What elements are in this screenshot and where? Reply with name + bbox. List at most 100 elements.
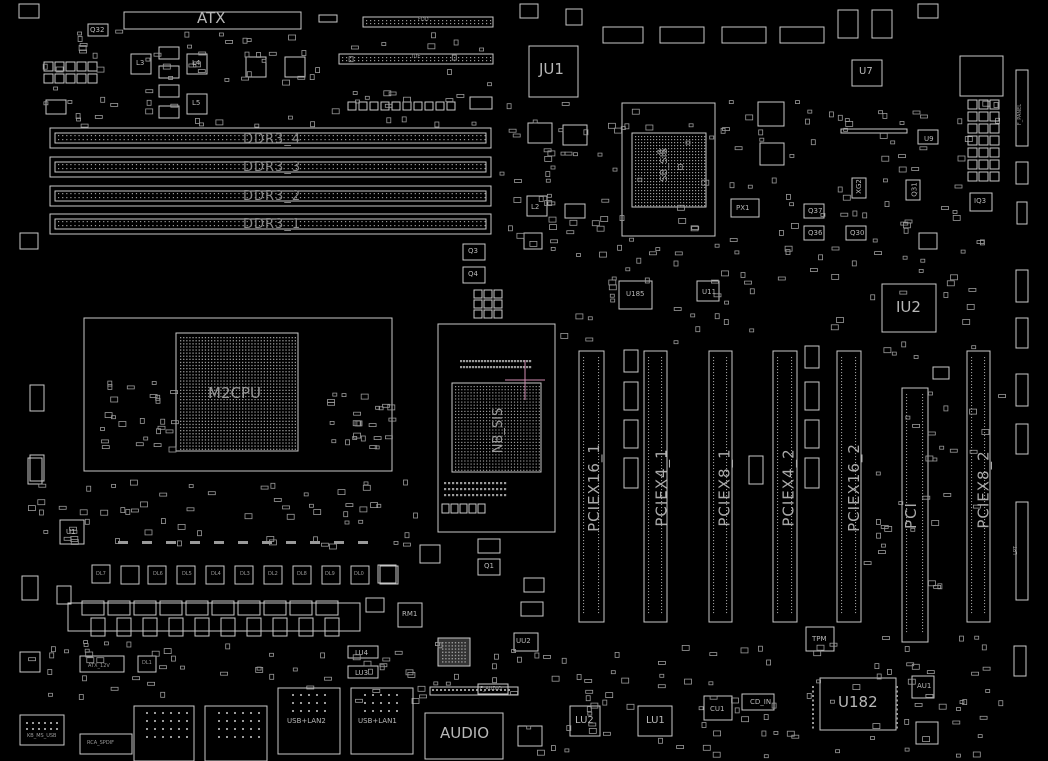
- usb-lan2-connector: [277, 687, 341, 755]
- sb-sis-label: SB_SIS: [658, 148, 670, 182]
- q3-part: [462, 243, 486, 261]
- cap-array: [358, 101, 368, 111]
- u1-chip: [59, 519, 85, 545]
- kb-ms-usb-pins: [26, 722, 58, 730]
- q37-part: [803, 203, 825, 219]
- slot-side-part: [748, 455, 764, 485]
- cap-array: [989, 99, 1000, 110]
- q32-part: [87, 23, 109, 37]
- cap-array: [978, 123, 989, 134]
- cpu-socket-label: M2CPU: [208, 384, 261, 402]
- cap-array: [989, 171, 1000, 182]
- part-small: [419, 544, 441, 564]
- cap-array: [65, 61, 76, 72]
- cap-array: [978, 135, 989, 146]
- nb-sis-label: NB_SIS: [491, 407, 507, 454]
- led-box: [321, 565, 341, 585]
- lu4-part: [347, 645, 379, 659]
- led-box: [205, 565, 225, 585]
- rm1-label: RM1: [402, 610, 418, 618]
- north-bridge-outline: [437, 323, 556, 533]
- trace-pad: [358, 541, 368, 544]
- north-bridge-balls: [455, 386, 540, 471]
- audio-connector: [424, 712, 504, 760]
- component-scatter: [42, 29, 492, 128]
- au1-part: [911, 675, 935, 699]
- lu1-part: [637, 705, 673, 737]
- cap-array: [967, 135, 978, 146]
- lan-usb-block: [133, 705, 195, 761]
- slot-side-part: [804, 345, 820, 369]
- connector-pins: [146, 712, 188, 738]
- cap-array: [76, 73, 87, 84]
- lu3-part: [347, 665, 379, 679]
- part-small: [158, 46, 180, 60]
- vrm-phase: [272, 617, 288, 637]
- cap-array: [43, 73, 54, 84]
- part-chip: [245, 56, 267, 78]
- u182-chip-label: U182: [838, 693, 878, 711]
- dl1-part: [137, 655, 157, 673]
- slot-side-part: [623, 457, 639, 489]
- cap-array: [450, 503, 459, 514]
- f-panel-header: [1015, 69, 1029, 147]
- part-small: [19, 232, 39, 250]
- vrm-strip: [67, 602, 361, 632]
- ddr3-slot-inner: [54, 190, 487, 202]
- kb-ms-usb-label: KB_MS_USB: [27, 733, 57, 739]
- cap-array: [967, 159, 978, 170]
- u11-label: U11: [702, 288, 717, 296]
- part-small: [29, 384, 45, 412]
- atx-12v-connector: [79, 655, 125, 673]
- pciex4-1-label: PCIEX4_1: [652, 448, 671, 527]
- part-chip: [284, 56, 306, 78]
- south-bridge-outline: [621, 102, 716, 237]
- cap-array: [477, 503, 486, 514]
- fdd-pins: [366, 20, 492, 25]
- l3-inductor: [130, 53, 152, 75]
- lu1-label: LU1: [646, 715, 665, 726]
- led-dl2: DL2: [268, 571, 278, 577]
- vrm-phase: [315, 600, 339, 616]
- vrm-phase: [116, 617, 132, 637]
- part-small: [523, 577, 545, 593]
- led-dl8: DL8: [297, 571, 307, 577]
- cap-array: [493, 289, 503, 299]
- ddr3-slot-1: [49, 213, 492, 235]
- trace-pad: [238, 541, 248, 544]
- trace-pad: [118, 541, 128, 544]
- slot-pins: [713, 357, 728, 614]
- kb-ms-usb-connector: [19, 714, 65, 746]
- cap-array: [967, 111, 978, 122]
- cap-array: [87, 61, 98, 72]
- cap-array: [493, 299, 503, 309]
- cap-array: [424, 101, 434, 111]
- slot-side-part: [804, 381, 820, 411]
- slot-pins: [906, 394, 924, 633]
- led-box: [120, 565, 140, 585]
- trace-pad: [286, 541, 296, 544]
- cap-array: [493, 309, 503, 319]
- l2-label: L2: [531, 203, 540, 211]
- cap-array: [989, 159, 1000, 170]
- slot-pins: [583, 357, 600, 614]
- u7-chip-label: U7: [859, 66, 873, 77]
- cap-array: [989, 111, 1000, 122]
- tpm-label: TPM: [812, 635, 827, 643]
- header-small: [1015, 373, 1029, 407]
- q36-part: [803, 225, 825, 241]
- vrm-phase: [168, 617, 184, 637]
- rm1-part: [397, 602, 423, 628]
- cap-array: [54, 61, 65, 72]
- l5-inductor: [186, 93, 208, 115]
- cap-array: [446, 101, 456, 111]
- header-small: [1016, 201, 1028, 225]
- led-dl7: DL7: [96, 571, 106, 577]
- slot-side-part: [804, 457, 820, 489]
- led-box: [91, 564, 111, 584]
- ddr3-slot-inner: [54, 218, 487, 230]
- q1-part: [477, 558, 501, 576]
- cap-array: [347, 101, 357, 111]
- led-box: [147, 565, 167, 585]
- cap-array: [380, 101, 390, 111]
